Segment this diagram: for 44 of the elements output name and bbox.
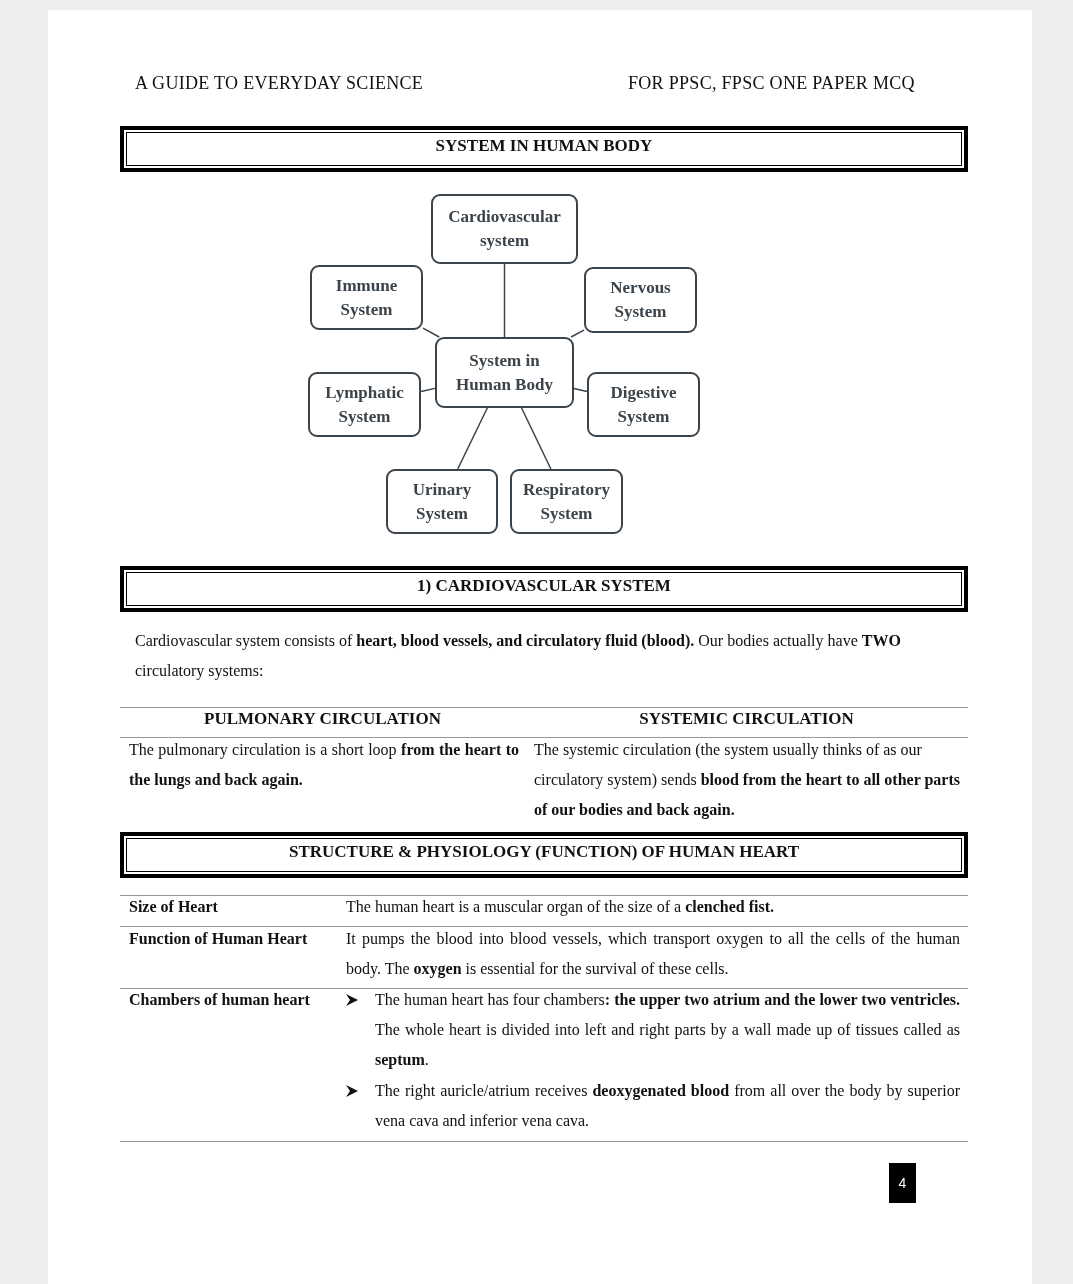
system-box — [386, 469, 498, 534]
page-number: 4 — [889, 1163, 916, 1203]
connector-line — [420, 387, 436, 393]
system-label: Respiratory System — [522, 478, 611, 525]
system-box — [310, 265, 423, 330]
section-heading: STRUCTURE & PHYSIOLOGY (FUNCTION) OF HUMAN HEART — [288, 842, 800, 862]
bullet-text: The right auricle/atrium receives deoxygenated blood from all over the body by superior vena cava and inferior vena cava. — [375, 1081, 960, 1131]
section-heading-band — [120, 832, 968, 878]
column-heading: SYSTEMIC CIRCULATION — [638, 708, 855, 730]
connector-line — [570, 329, 585, 338]
system-label: Immune System — [334, 274, 399, 321]
system-label: Digestive System — [609, 381, 678, 428]
system-box — [435, 337, 574, 408]
section-heading: 1) CARDIOVASCULAR SYSTEM — [417, 576, 671, 596]
system-label: Nervous System — [609, 277, 672, 323]
system-box — [308, 372, 421, 437]
section-heading: SYSTEM IN HUMAN BODY — [435, 136, 653, 156]
bullet-text: The human heart has four chambers: the upper two atrium and the lower two ventricles. The whole heart is divided into left and right parts by a wall made up of tissues called as septum. — [375, 990, 960, 1071]
table-text: The human heart is a muscular organ of the size of a clenched fist. — [346, 897, 775, 918]
connector-line — [520, 407, 552, 470]
system-box — [584, 267, 697, 333]
row-heading: Size of Heart — [129, 897, 219, 917]
system-label: Cardiovascular system — [447, 206, 562, 252]
row-heading: Chambers of human heart — [129, 990, 311, 1010]
section-heading-band — [120, 566, 968, 612]
system-label: Lymphatic System — [324, 381, 405, 428]
system-label: Urinary System — [411, 478, 473, 525]
connector-line — [573, 387, 588, 393]
connector-line — [503, 263, 506, 338]
system-box — [587, 372, 700, 437]
row-heading: Function of Human Heart — [129, 929, 309, 949]
connector-line — [422, 327, 440, 338]
system-label: System in Human Body — [455, 349, 554, 396]
connector-line — [457, 407, 489, 470]
system-box — [431, 194, 578, 264]
section-heading-band — [120, 126, 968, 172]
table-text: The systemic circulation (the system usually thinks of as our circulatory system) sends blood from the heart to all other parts of our bodies and back again. — [534, 740, 961, 821]
table-text: It pumps the blood into blood vessels, which transport oxygen to all the cells of the human body. The oxygen is essential for the survival of these cells. — [346, 929, 960, 980]
table-text: The pulmonary circulation is a short loop from the heart to the lungs and back again. — [129, 740, 519, 791]
system-box — [510, 469, 623, 534]
running-header: FOR PPSC, FPSC ONE PAPER MCQ — [628, 72, 916, 95]
column-heading: PULMONARY CIRCULATION — [203, 708, 442, 730]
running-header: A GUIDE TO EVERYDAY SCIENCE — [135, 72, 425, 95]
paragraph: Cardiovascular system consists of heart, blood vessels, and circulatory fluid (blood). Our bodies actually have TWO circulatory systems: — [135, 631, 902, 682]
